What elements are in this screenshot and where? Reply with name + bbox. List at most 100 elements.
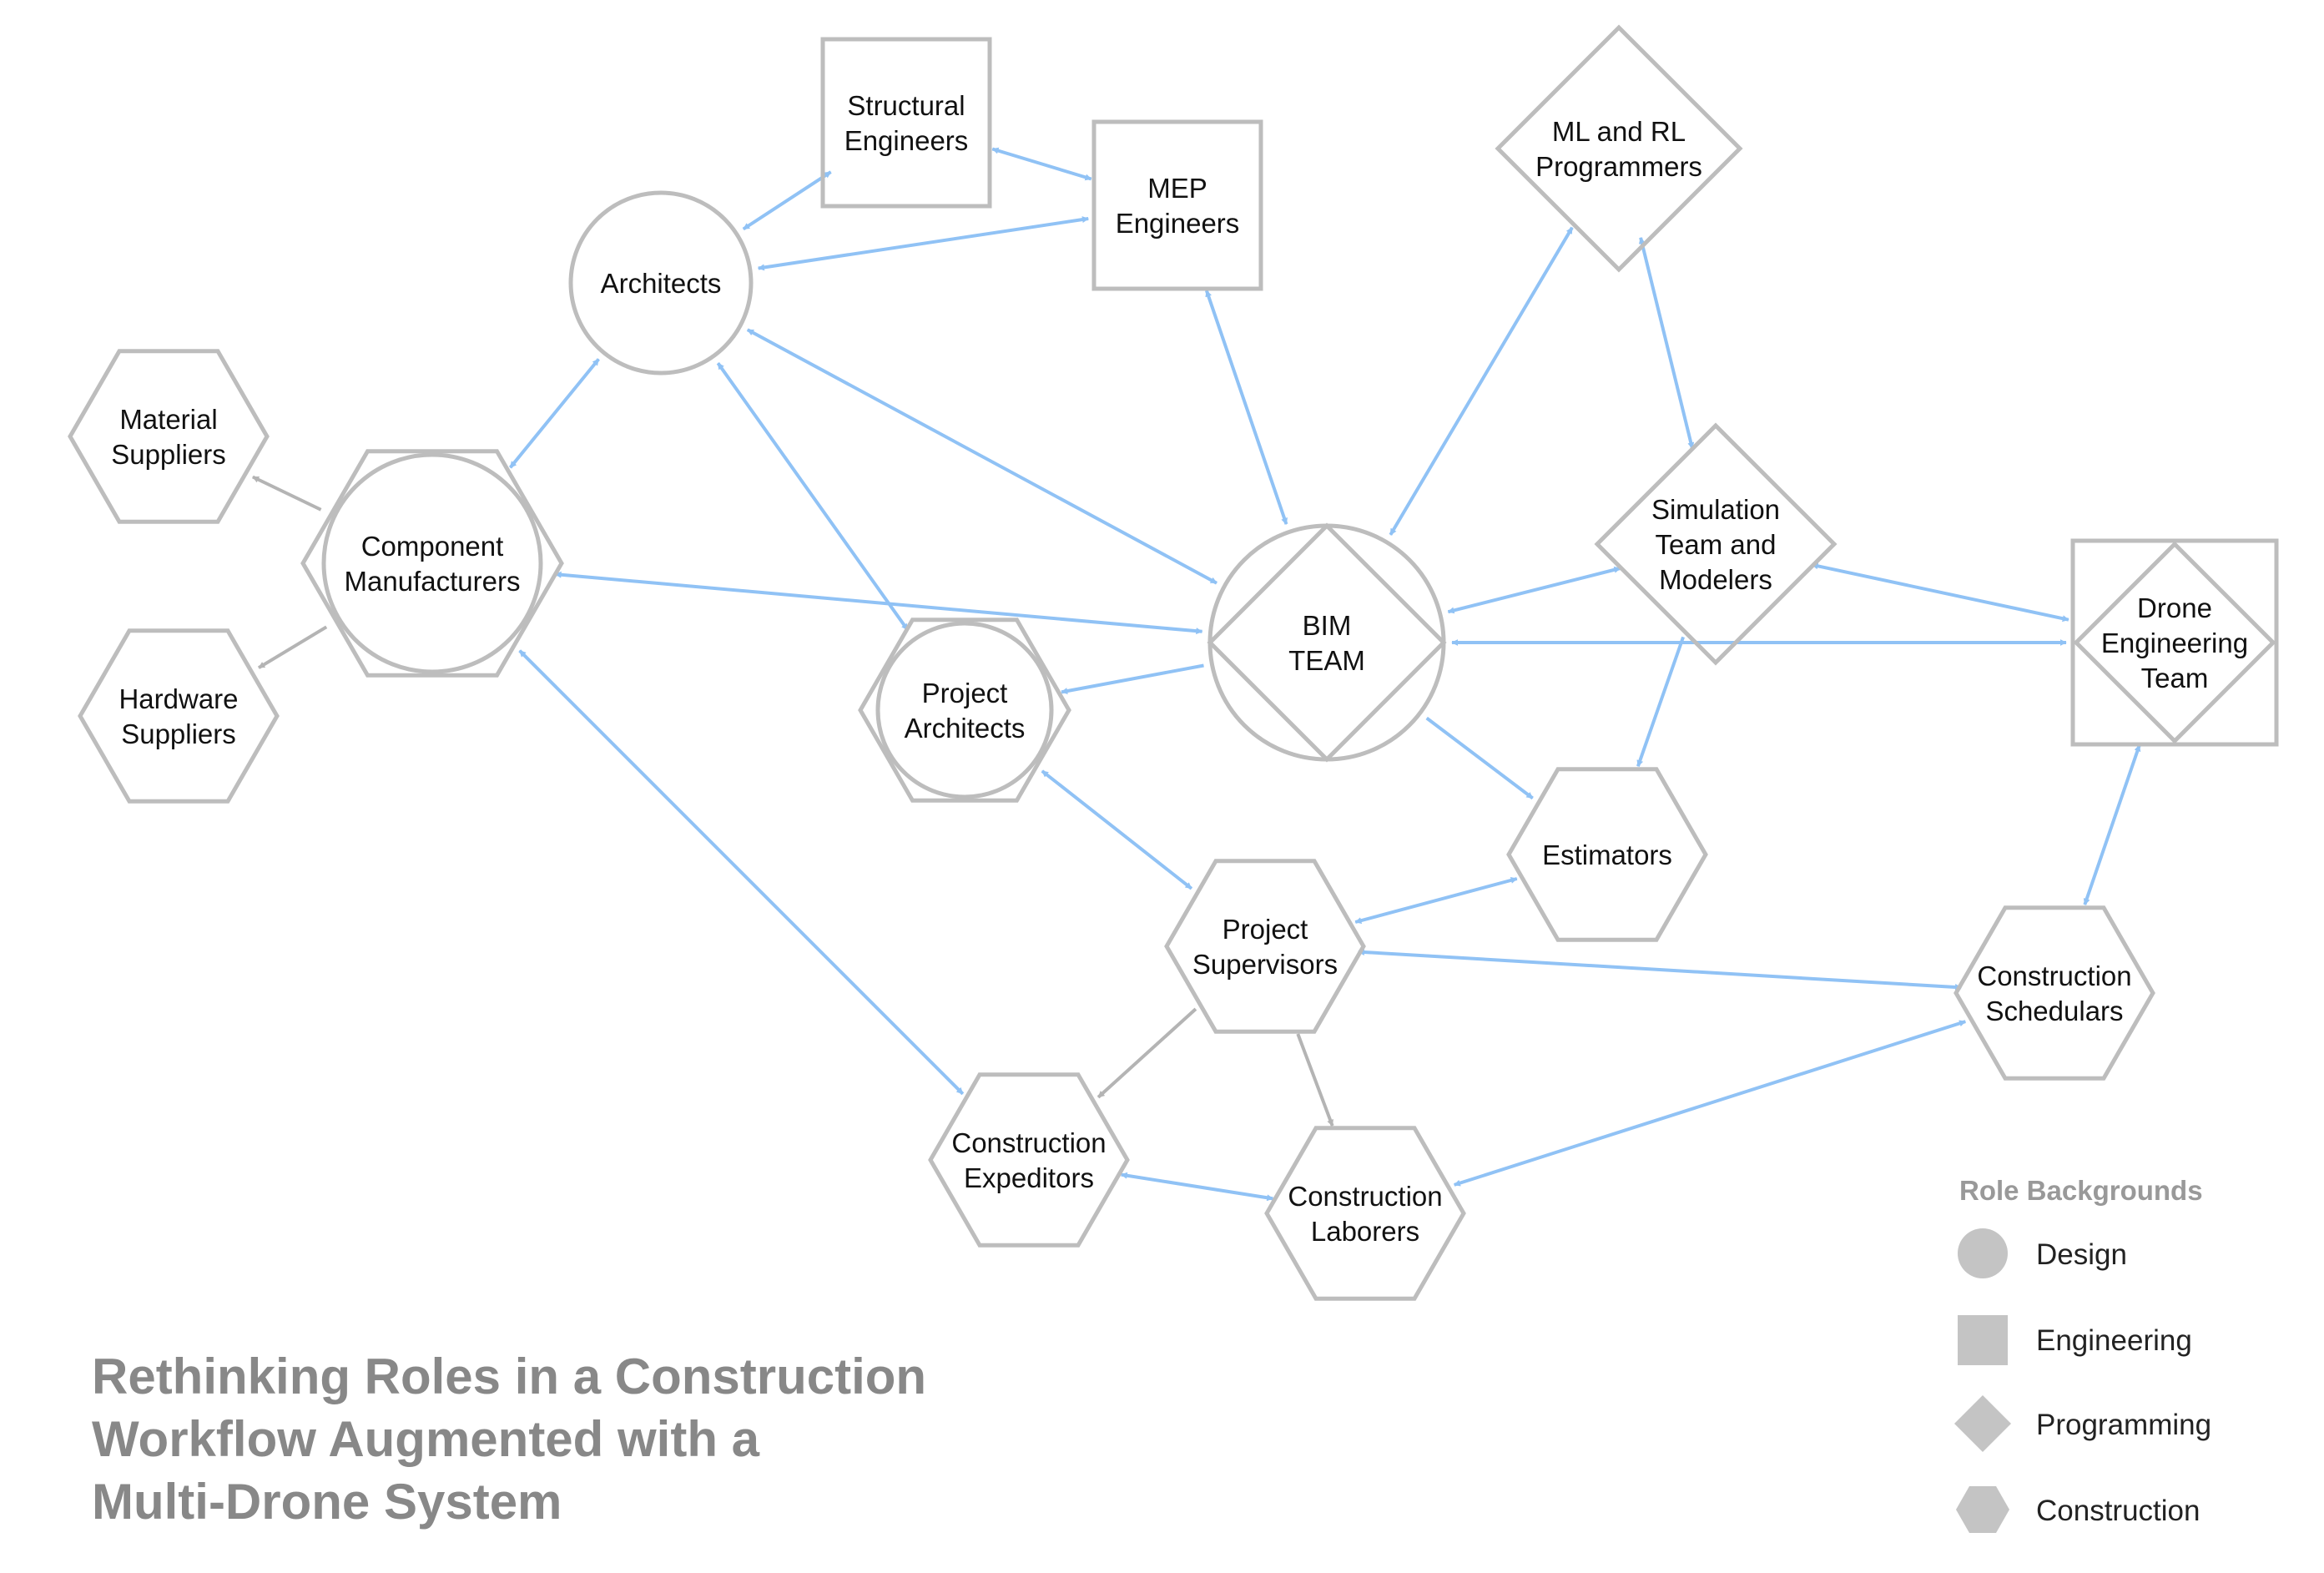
node-label-line: MEP <box>1147 173 1207 204</box>
edge-component-expeditors <box>518 649 965 1096</box>
node-label-line: Schedulars <box>1985 996 2123 1026</box>
edge-supervisors-estimators <box>1354 877 1518 924</box>
node-label-line: ML and RL <box>1552 116 1686 147</box>
edge-mep-bim <box>1205 290 1288 525</box>
node-label-line: Component <box>361 531 504 562</box>
legend-label-design: Design <box>2036 1238 2127 1271</box>
edge-component-bim <box>554 571 1203 635</box>
node-label-line: Project <box>922 678 1008 708</box>
node-label-line: Hardware <box>118 683 238 714</box>
node-label-line: Expeditors <box>964 1162 1094 1193</box>
node-label-line: Supervisors <box>1192 949 1338 980</box>
node-bim: BIM TEAM <box>1207 522 1447 763</box>
edge-schedulars-laborers <box>1453 1020 1967 1187</box>
edge-simulation-estimators <box>1636 636 1685 768</box>
node-label-line: Laborers <box>1311 1216 1419 1247</box>
node-label-line: Engineering <box>2101 628 2248 658</box>
title-line-2: Workflow Augmented with a <box>92 1411 760 1467</box>
hexagon-shape <box>858 618 1071 803</box>
node-label-line: Engineers <box>1116 208 1240 239</box>
node-label-line: Team and <box>1656 529 1777 560</box>
node-label-mep: MEP Engineers <box>1116 173 1240 239</box>
node-label-line: Estimators <box>1542 839 1672 870</box>
node-label-line: Architects <box>601 268 722 299</box>
legend-label-construction: Construction <box>2036 1495 2200 1527</box>
hexagon-shape <box>300 449 564 678</box>
node-label-line: BIM <box>1303 610 1352 641</box>
node-ml: ML and RL Programmers <box>1495 24 1743 273</box>
legend-square-icon <box>1958 1315 2008 1365</box>
edge-supervisors-schedulars <box>1358 949 1962 991</box>
node-label-line: Construction <box>1288 1181 1442 1212</box>
edge-expeditors-laborers <box>1120 1172 1274 1202</box>
diamond-shape <box>2073 541 2276 744</box>
edge-component-material <box>252 475 322 512</box>
node-label-line: Construction <box>1977 960 2131 991</box>
legend-circle-icon <box>1958 1228 2008 1278</box>
hexagon-shape <box>1506 767 1708 942</box>
edge-structural-mep <box>991 147 1092 181</box>
node-mep: MEP Engineers <box>1091 119 1263 291</box>
legend-diamond-icon <box>1954 1395 2011 1452</box>
node-label-line: Simulation <box>1651 494 1780 525</box>
node-label-estimators: Estimators <box>1542 839 1672 870</box>
node-label-line: Structural <box>847 90 965 121</box>
square-shape <box>1091 119 1263 291</box>
node-architects: Architects <box>568 190 754 376</box>
node-label-line: Suppliers <box>121 718 236 749</box>
hexagon-shape <box>68 349 270 524</box>
node-label-line: Manufacturers <box>345 566 521 597</box>
edge-bim-simulation <box>1447 566 1621 614</box>
circle-shape <box>1207 523 1446 762</box>
connections <box>252 147 2141 1202</box>
node-label-ml: ML and RL Programmers <box>1535 116 1702 182</box>
node-label-line: Suppliers <box>111 439 226 470</box>
square-shape <box>820 37 992 209</box>
edge-ml-simulation <box>1638 237 1695 450</box>
node-label-line: Drone <box>2137 592 2212 623</box>
title-line-3: Multi-Drone System <box>92 1474 562 1530</box>
legend-title: Role Backgrounds <box>1959 1175 2203 1206</box>
legend: Role Backgrounds Design Engineering Prog… <box>1954 1175 2211 1533</box>
node-label-line: Construction <box>951 1127 1106 1158</box>
edge-architects-mep <box>757 216 1089 271</box>
hexagon-shape <box>78 628 280 804</box>
legend-hexagon-icon <box>1956 1486 2009 1533</box>
node-label-line: Team <box>2141 663 2209 693</box>
node-label-line: TEAM <box>1288 645 1365 676</box>
edge-supervisors-expeditors <box>1096 1007 1197 1099</box>
hexagon-shape <box>1164 859 1366 1034</box>
hexagon-shape <box>928 1072 1130 1248</box>
diagram-title: Rethinking Roles in a Construction Workf… <box>92 1349 926 1530</box>
edge-bim-projarch <box>1061 663 1204 695</box>
circle-shape <box>321 452 543 674</box>
edge-supervisors-laborers <box>1296 1033 1334 1127</box>
node-label-line: Programmers <box>1535 151 1702 182</box>
legend-label-engineering: Engineering <box>2036 1324 2192 1357</box>
edge-projarch-supervisors <box>1041 769 1193 890</box>
node-label-line: Modelers <box>1659 564 1772 595</box>
diamond-shape <box>1207 522 1447 763</box>
edge-architects-component <box>508 358 600 469</box>
diamond-shape <box>1594 422 1838 666</box>
edge-drone-schedulars <box>2083 744 2141 905</box>
